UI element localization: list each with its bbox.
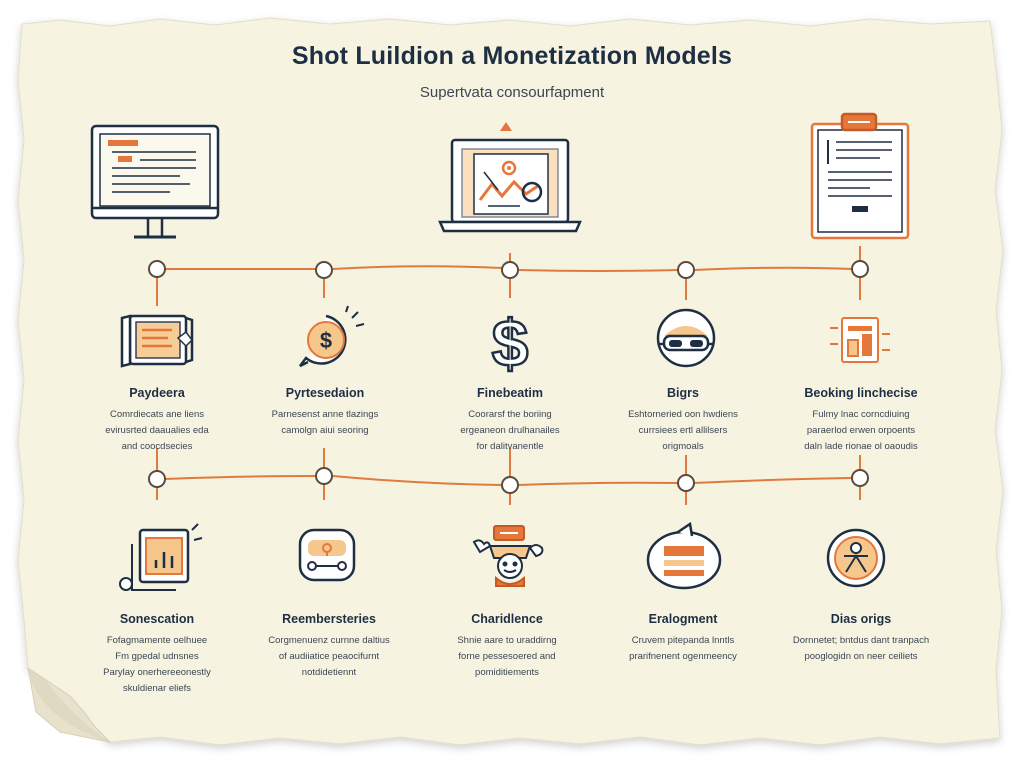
reward-badge-icon — [826, 528, 886, 588]
node-title: Reembersteries — [282, 612, 376, 626]
node-desc-line: Eshtorneried oon hwdiens — [628, 409, 738, 420]
node-desc-line: pomiditiements — [475, 667, 539, 678]
node-dot-9 — [677, 474, 695, 492]
node-dot-3 — [501, 261, 519, 279]
node-title: Pyrtesedaion — [285, 386, 365, 400]
timeline-nodes — [148, 260, 869, 494]
node-dot-2 — [315, 261, 333, 279]
node-desc-line: pooglogidn on neer ceiliets — [804, 651, 918, 662]
node-dias-origs: Dias origs Dornnetet; bntdus dant tranpa… — [776, 612, 946, 665]
node-desc-line: origmoals — [662, 441, 704, 452]
node-dot-6 — [148, 470, 166, 488]
node-desc-line: Parnesenst anne tlazings — [271, 409, 379, 420]
node-desc-line: forne pessesoered and — [458, 651, 556, 662]
node-title: Beoking linchecise — [804, 386, 918, 400]
node-desc-line: Comrdiecats ane liens — [110, 409, 204, 420]
node-desc-line: camolgn aiui seoring — [281, 425, 369, 436]
node-dot-4 — [677, 261, 695, 279]
node-finebeatim: Finebeatim Coorarsf the boriing ergeaneo… — [425, 386, 595, 455]
node-desc-line: Fulmy lnac corncdiuing — [812, 409, 910, 420]
node-desc-line: for dalitvanentle — [476, 441, 544, 452]
vr-headset-icon — [656, 308, 716, 368]
clipboard-document-icon — [810, 112, 910, 240]
node-desc-line: daln lade rionae ol oaoudis — [804, 441, 918, 452]
node-title: Bigrs — [667, 386, 699, 400]
node-desc-line: ergeaneon drulhanailes — [460, 425, 560, 436]
node-bigrs: Bigrs Eshtorneried oon hwdiens currsiees… — [598, 386, 768, 455]
node-desc-line: of audiiatice peaocifurnt — [278, 651, 380, 662]
ticket-message-icon — [646, 521, 722, 590]
timeline-top — [156, 246, 861, 306]
node-dot-8 — [501, 476, 519, 494]
node-dot-5 — [851, 260, 869, 278]
bar-chart-window-icon — [119, 523, 203, 591]
svg-text:$: $ — [492, 306, 529, 380]
monitor-icon — [90, 124, 220, 239]
node-dot-7 — [315, 467, 333, 485]
svg-text:$: $ — [320, 328, 332, 353]
node-desc-line: Parylay onerhereeonestly — [103, 667, 211, 678]
node-charidlence: Charidlence Shnie aare to uraddirng forn… — [422, 612, 592, 681]
node-desc-line: Coorarsf the boriing — [468, 409, 552, 420]
node-desc-line: prarifnenent ogenmeency — [629, 651, 737, 662]
node-desc-line: Fm gpedal udnsnes — [115, 651, 199, 662]
character-icon — [472, 525, 544, 587]
page-subtitle: Supertvata consourfapment — [419, 84, 605, 101]
node-title: Charidlence — [471, 612, 543, 626]
node-paydeera: Paydeera Comrdiecats ane liens evirusrte… — [72, 386, 242, 455]
node-desc-line: currsiees ertl allilsers — [638, 425, 728, 436]
page-title: Shot Luildion a Monetization Models — [291, 42, 733, 70]
timeline-bottom — [156, 448, 861, 505]
chart-document-icon — [830, 317, 890, 363]
gamepad-icon — [298, 528, 356, 582]
node-desc-line: Shnie aare to uraddirng — [457, 635, 557, 646]
node-eralogment: Eralogment Cruvem pitepanda lnntls prari… — [598, 612, 768, 665]
node-desc-line: Cruvem pitepanda lnntls — [631, 635, 735, 646]
node-dot-10 — [851, 469, 869, 487]
node-reembersteries: Reembersteries Corgmenuenz curnne daltiu… — [244, 612, 414, 681]
node-desc-line: skuldienar eliefs — [122, 683, 192, 694]
dollar-sign-icon: $ — [490, 305, 529, 382]
paper-curl-shadow — [28, 668, 110, 742]
node-desc-line: Corgmenuenz curnne daltius — [268, 635, 390, 646]
node-beoking-linchecise: Beoking linchecise Fulmy lnac corncdiuin… — [776, 386, 946, 455]
node-title: Dias origs — [830, 612, 892, 626]
laptop-chart-icon — [438, 122, 582, 233]
node-title: Eralogment — [648, 612, 718, 626]
node-dot-1 — [148, 260, 166, 278]
node-desc-line: notdidetiennt — [301, 667, 357, 678]
node-desc-line: and coocdsecies — [121, 441, 193, 452]
node-desc-line: evirusrted daaualies eda — [105, 425, 209, 436]
node-title: Finebeatim — [477, 386, 543, 400]
node-title: Paydeera — [129, 386, 185, 400]
book-icon — [120, 314, 194, 368]
node-title: Sonescation — [119, 612, 195, 626]
paper-sheet — [17, 17, 1004, 746]
node-desc-line: paraerlod erwen orpoents — [806, 425, 916, 436]
node-desc-line: Dornnetet; bntdus dant tranpach — [792, 635, 930, 646]
node-desc-line: Fofagmamente oelhuee — [106, 635, 208, 646]
node-pyrtesedaion: Pyrtesedaion Parnesenst anne tlazings ca… — [240, 386, 410, 439]
node-sonescation: Sonescation Fofagmamente oelhuee Fm gped… — [72, 612, 242, 697]
dollar-coin-icon: $ — [299, 305, 365, 368]
